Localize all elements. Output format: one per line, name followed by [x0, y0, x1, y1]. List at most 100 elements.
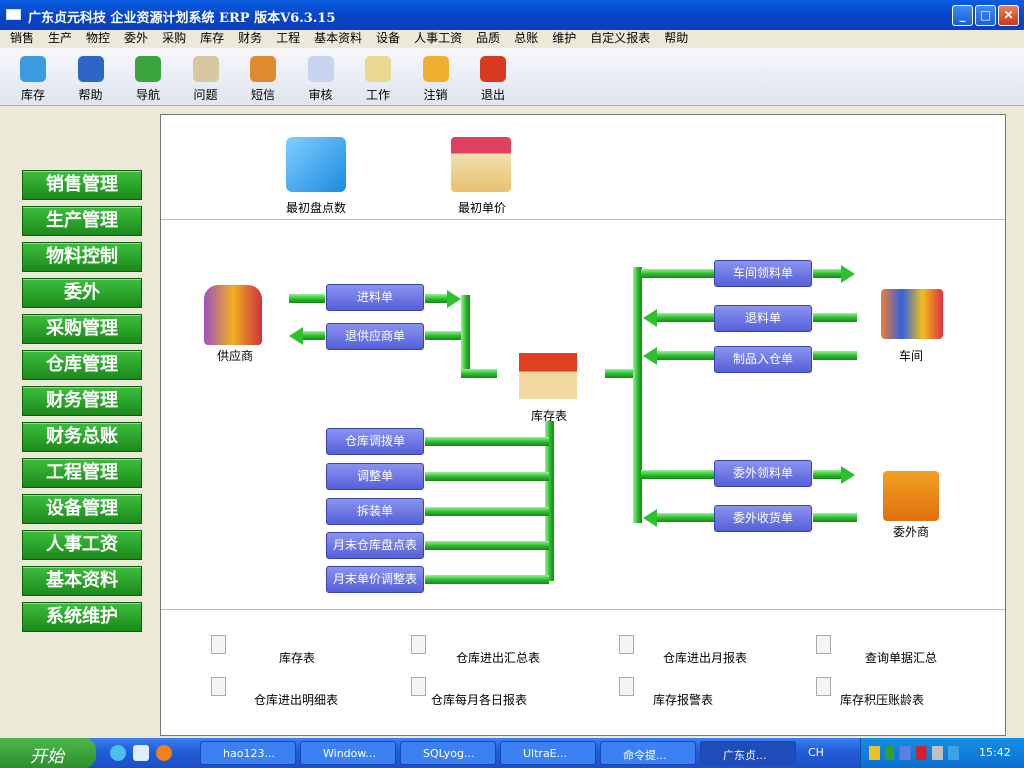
- folder-home-icon[interactable]: [286, 137, 346, 192]
- return-supplier-button[interactable]: 退供应商单: [326, 323, 424, 350]
- report-link[interactable]: 仓库进出汇总表: [456, 651, 541, 665]
- language-indicator[interactable]: CH: [808, 746, 824, 759]
- toolbar: 库存 帮助导航问题短信审核工作注销 退出: [0, 48, 1024, 106]
- workshop-issue-button[interactable]: 车间领料单: [714, 260, 812, 287]
- toolbar-label: 库存: [20, 88, 45, 102]
- sidebar-item[interactable]: 设备管理: [22, 494, 142, 524]
- outsource-issue-button[interactable]: 委外领料单: [714, 460, 812, 487]
- adjust-button[interactable]: 调整单: [326, 463, 424, 490]
- report-link[interactable]: 库存积压账龄表: [840, 693, 925, 707]
- toolbar-button[interactable]: 短信: [240, 56, 286, 103]
- workshop-label: 车间: [898, 349, 923, 363]
- sidebar-item[interactable]: 生产管理: [22, 206, 142, 236]
- menu-item[interactable]: 委外: [124, 31, 149, 45]
- toolbar-button[interactable]: 问题: [183, 56, 229, 103]
- report-doc-icon[interactable]: [619, 677, 634, 696]
- month-count-button[interactable]: 月末仓库盘点表: [326, 532, 424, 559]
- menu-item[interactable]: 销售: [10, 31, 35, 45]
- menu-item[interactable]: 帮助: [664, 31, 689, 45]
- desktop-icon[interactable]: [133, 745, 149, 761]
- taskbar-task[interactable]: 广东贞...: [700, 741, 796, 765]
- report-link[interactable]: 仓库进出月报表: [663, 651, 748, 665]
- initial-price-link[interactable]: 最初单价: [457, 201, 506, 215]
- menu-item[interactable]: 基本资料: [314, 31, 363, 45]
- toolbar-button[interactable]: 帮助: [68, 56, 114, 103]
- menu-item[interactable]: 库存: [200, 31, 225, 45]
- sidebar-item[interactable]: 委外: [22, 278, 142, 308]
- workshop-chart-icon[interactable]: [881, 289, 943, 339]
- menu-item[interactable]: 总账: [514, 31, 539, 45]
- sidebar-item[interactable]: 财务总账: [22, 422, 142, 452]
- minimize-button[interactable]: _: [952, 5, 973, 26]
- report-link[interactable]: 仓库每月各日报表: [431, 693, 528, 707]
- menu-item[interactable]: 维护: [552, 31, 577, 45]
- menu-item[interactable]: 物控: [86, 31, 111, 45]
- toolbar-button[interactable]: 审核: [298, 56, 344, 103]
- report-doc-icon[interactable]: [816, 677, 831, 696]
- taskbar-task[interactable]: 命令提...: [600, 741, 696, 765]
- report-doc-icon[interactable]: [411, 635, 426, 654]
- disassemble-button[interactable]: 拆装单: [326, 498, 424, 525]
- sidebar-item[interactable]: 工程管理: [22, 458, 142, 488]
- report-doc-icon[interactable]: [411, 677, 426, 696]
- product-in-button[interactable]: 制品入仓单: [714, 346, 812, 373]
- report-doc-icon[interactable]: [619, 635, 634, 654]
- outsource-receive-button[interactable]: 委外收货单: [714, 505, 812, 532]
- sidebar-item[interactable]: 基本资料: [22, 566, 142, 596]
- firefox-icon[interactable]: [156, 745, 172, 761]
- purchase-in-button[interactable]: 进料单: [326, 284, 424, 311]
- sidebar-item[interactable]: 财务管理: [22, 386, 142, 416]
- toolbar-label: 注销: [423, 88, 448, 102]
- menu-item[interactable]: 自定义报表: [590, 31, 651, 45]
- ie-icon[interactable]: [110, 745, 126, 761]
- taskbar-task[interactable]: SQLyog...: [400, 741, 496, 765]
- flow-pipe: [641, 269, 715, 278]
- report-doc-icon[interactable]: [211, 677, 226, 696]
- tray-icons[interactable]: [869, 746, 959, 760]
- sidebar-item[interactable]: 物料控制: [22, 242, 142, 272]
- toolbar-button[interactable]: 退出: [470, 56, 516, 103]
- taskbar-task[interactable]: Window...: [300, 741, 396, 765]
- flow-pipe: [425, 437, 549, 446]
- flow-pipe: [425, 294, 451, 303]
- menu-item[interactable]: 工程: [276, 31, 301, 45]
- return-material-button[interactable]: 退料单: [714, 305, 812, 332]
- menu-item[interactable]: 采购: [162, 31, 187, 45]
- menu-item[interactable]: 财务: [238, 31, 263, 45]
- report-doc-icon[interactable]: [816, 635, 831, 654]
- report-link[interactable]: 查询单据汇总: [865, 651, 938, 665]
- stock-house-icon[interactable]: [519, 353, 577, 399]
- menu-item[interactable]: 设备: [376, 31, 401, 45]
- report-link[interactable]: 库存表: [279, 651, 316, 665]
- maximize-button[interactable]: □: [975, 5, 996, 26]
- menu-item[interactable]: 人事工资: [414, 31, 463, 45]
- sidebar-item[interactable]: 仓库管理: [22, 350, 142, 380]
- sidebar-item[interactable]: 系统维护: [22, 602, 142, 632]
- arrow-left-icon: [643, 347, 657, 365]
- toolbar-button[interactable]: 库存: [10, 56, 56, 103]
- supplier-people-icon[interactable]: [204, 285, 262, 345]
- house-money-icon[interactable]: [451, 137, 511, 192]
- flow-pipe: [813, 313, 857, 322]
- sidebar-item[interactable]: 采购管理: [22, 314, 142, 344]
- flow-pipe: [605, 369, 635, 378]
- close-button[interactable]: ✕: [998, 5, 1019, 26]
- toolbar-button[interactable]: 导航: [125, 56, 171, 103]
- sidebar-item[interactable]: 销售管理: [22, 170, 142, 200]
- taskbar-task[interactable]: hao123...: [200, 741, 296, 765]
- start-button[interactable]: 开始: [0, 738, 96, 768]
- transfer-button[interactable]: 仓库调拨单: [326, 428, 424, 455]
- taskbar-task[interactable]: UltraE...: [500, 741, 596, 765]
- report-link[interactable]: 库存报警表: [653, 693, 714, 707]
- menu-item[interactable]: 生产: [48, 31, 73, 45]
- report-doc-icon[interactable]: [211, 635, 226, 654]
- toolbar-button[interactable]: 注销: [413, 56, 459, 103]
- toolbar-button[interactable]: 工作: [355, 56, 401, 103]
- initial-count-link[interactable]: 最初盘点数: [285, 201, 346, 215]
- outsourcer-building-icon[interactable]: [883, 471, 939, 521]
- menu-item[interactable]: 品质: [476, 31, 501, 45]
- month-price-button[interactable]: 月末单价调整表: [326, 566, 424, 593]
- flow-pipe: [461, 295, 470, 377]
- report-link[interactable]: 仓库进出明细表: [254, 693, 339, 707]
- sidebar-item[interactable]: 人事工资: [22, 530, 142, 560]
